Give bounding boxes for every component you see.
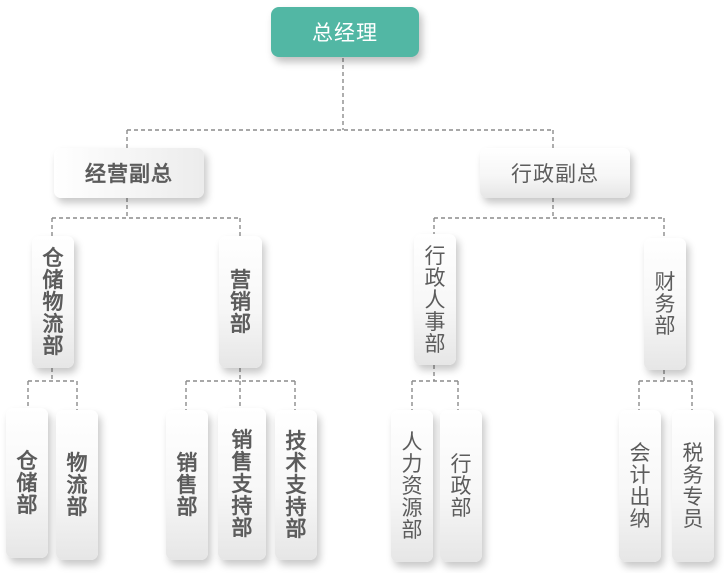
connector-root-vps xyxy=(126,58,554,148)
connector-vp-admin-depts xyxy=(433,198,665,238)
node-vp-administration: 行政副总 xyxy=(480,148,630,198)
node-unit-storage: 仓储部 xyxy=(6,408,48,558)
node-label: 物流部 xyxy=(66,451,88,519)
node-label: 技术支持部 xyxy=(285,429,307,541)
node-dept-storage-logistics: 仓储物流部 xyxy=(32,236,74,368)
node-unit-accounting-cashier: 会计出纳 xyxy=(619,410,661,562)
node-label: 财务部 xyxy=(654,270,676,338)
node-vp-operations: 经营副总 xyxy=(54,148,204,198)
node-general-manager: 总经理 xyxy=(271,7,419,57)
node-dept-finance: 财务部 xyxy=(644,238,686,370)
node-label: 行政部 xyxy=(450,452,472,520)
node-label: 营销部 xyxy=(230,268,251,336)
node-label: 人力资源部 xyxy=(401,430,423,542)
node-label: 总经理 xyxy=(312,21,378,45)
node-label: 会计出纳 xyxy=(629,441,651,531)
node-unit-hr: 人力资源部 xyxy=(391,410,433,562)
node-unit-sales-support: 销售支持部 xyxy=(218,408,266,560)
node-dept-marketing: 营销部 xyxy=(219,236,262,368)
connector-finance xyxy=(638,370,693,410)
node-label: 仓储部 xyxy=(16,449,38,517)
node-unit-tax-specialist: 税务专员 xyxy=(672,410,714,562)
connector-marketing xyxy=(185,368,296,410)
node-unit-tech-support: 技术支持部 xyxy=(275,410,317,560)
node-label: 经营副总 xyxy=(85,162,173,186)
node-unit-admin: 行政部 xyxy=(440,410,482,562)
node-label: 销售支持部 xyxy=(231,428,253,540)
node-label: 仓储物流部 xyxy=(42,246,64,358)
node-label: 行政副总 xyxy=(511,162,599,186)
node-unit-sales: 销售部 xyxy=(166,410,208,560)
connector-admin-hr xyxy=(411,365,459,410)
node-label: 行政人事部 xyxy=(424,243,446,356)
node-label: 销售部 xyxy=(176,451,198,519)
node-dept-admin-hr: 行政人事部 xyxy=(414,234,456,365)
node-label: 税务专员 xyxy=(682,441,704,531)
connector-vp-ops-depts xyxy=(51,198,241,236)
node-unit-logistics: 物流部 xyxy=(56,410,98,560)
connector-storage-logistics xyxy=(27,368,78,410)
